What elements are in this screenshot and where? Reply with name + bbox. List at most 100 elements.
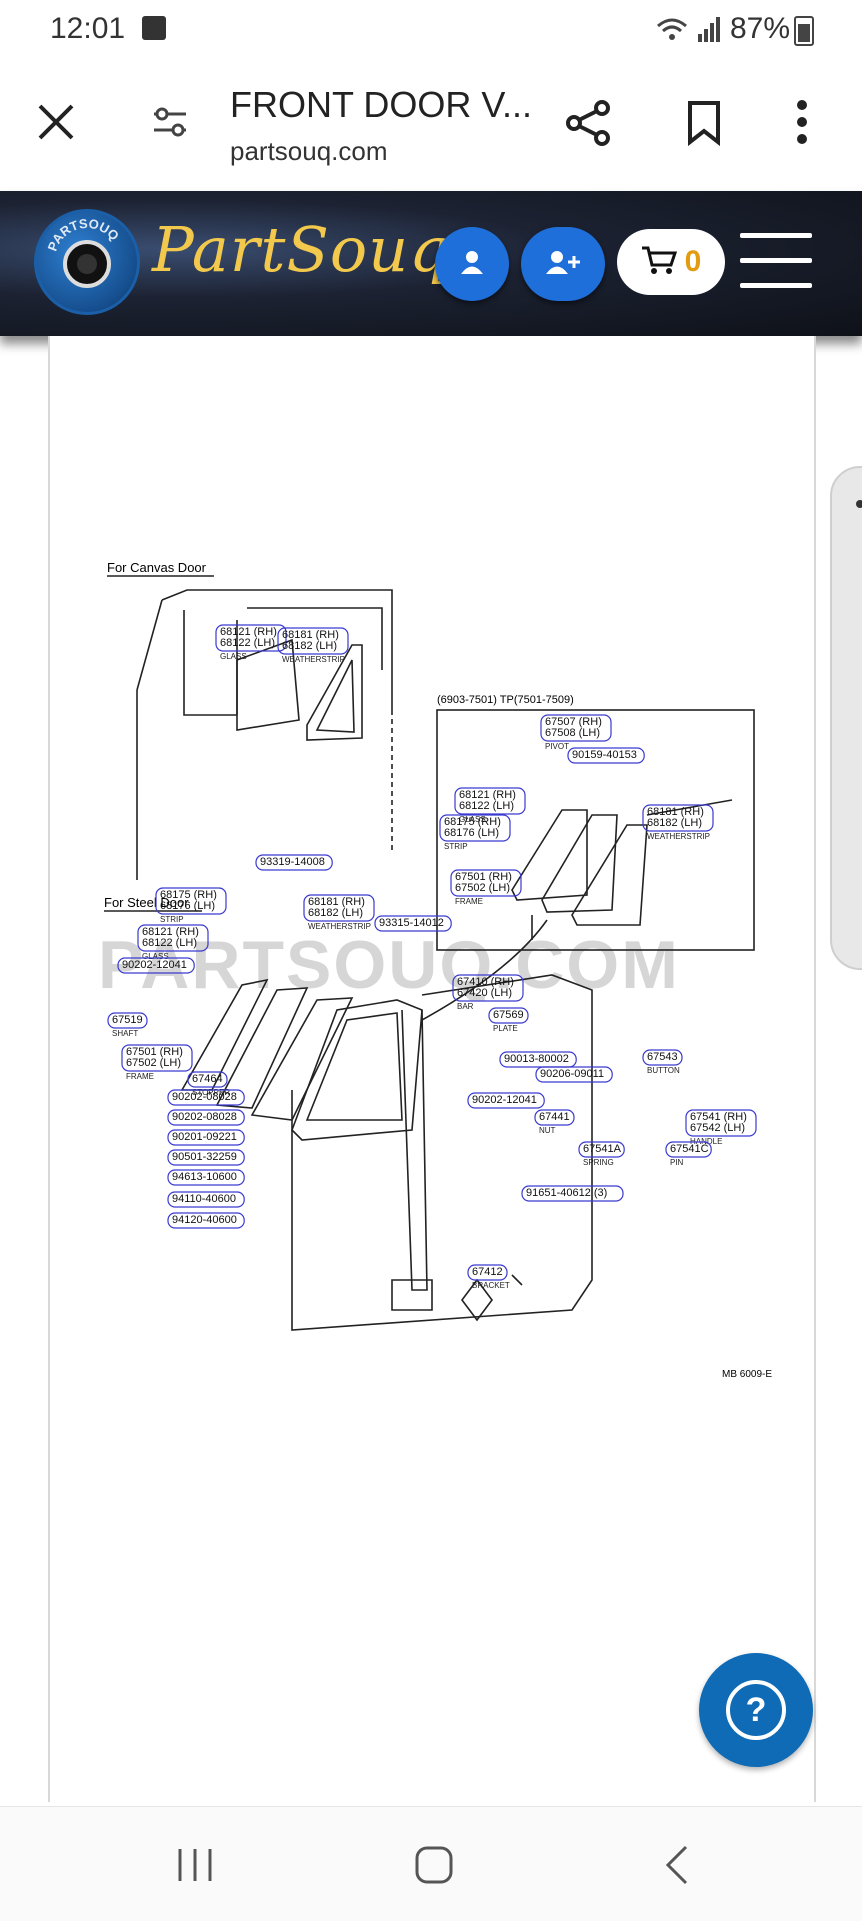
part-caption: FRAME bbox=[455, 897, 483, 906]
part-callout[interactable]: 67507 (RH)67508 (LH)PIVOT bbox=[540, 714, 612, 751]
hamburger-menu-icon[interactable] bbox=[740, 233, 812, 293]
part-number: 67541C bbox=[670, 1143, 709, 1155]
part-callout[interactable]: 67410 (RH)67420 (LH)BAR bbox=[452, 974, 524, 1011]
part-number: 68176 (LH) bbox=[444, 827, 499, 839]
part-number: 68122 (LH) bbox=[142, 937, 197, 949]
part-number: 67519 bbox=[112, 1014, 143, 1026]
part-number: 90202-12041 bbox=[472, 1094, 537, 1106]
signal-icons bbox=[654, 14, 724, 49]
part-callout[interactable]: 93319-14008 bbox=[255, 854, 333, 871]
part-callout[interactable]: 68181 (RH)68182 (LH)WEATHERSTRIP bbox=[277, 627, 349, 664]
side-panel-tab[interactable] bbox=[830, 466, 862, 970]
part-caption: PLATE bbox=[493, 1024, 518, 1033]
close-icon[interactable] bbox=[36, 102, 76, 147]
bookmark-icon[interactable] bbox=[686, 100, 722, 151]
part-number: 94120-40600 bbox=[172, 1214, 237, 1226]
part-caption: HANDLE bbox=[690, 1137, 722, 1146]
part-callout[interactable]: 68175 (RH)68176 (LH) STRIP bbox=[155, 887, 227, 924]
home-icon[interactable] bbox=[414, 1845, 454, 1890]
part-caption: BRACKET bbox=[472, 1281, 510, 1290]
part-callout[interactable]: 68121 (RH)68122 (LH)GLASS bbox=[215, 624, 287, 661]
share-icon[interactable] bbox=[564, 98, 614, 153]
part-callout[interactable]: 67501 (RH)67502 (LH)FRAME bbox=[450, 869, 522, 906]
help-button[interactable]: ? bbox=[699, 1653, 813, 1767]
part-number: 68176 (LH) bbox=[160, 900, 215, 912]
part-number: 68175 (RH) bbox=[160, 889, 217, 901]
part-callout[interactable]: 94120-40600 bbox=[167, 1212, 245, 1229]
add-user-icon bbox=[545, 249, 581, 280]
part-caption: PIN bbox=[670, 1158, 684, 1167]
part-number: 68122 (LH) bbox=[459, 800, 514, 812]
part-callout[interactable]: 68181 (RH)68182 (LH)WEATHERSTRIP bbox=[303, 894, 375, 931]
part-caption: BUTTON bbox=[647, 1066, 680, 1075]
part-callout[interactable]: 94110-40600 bbox=[167, 1191, 245, 1208]
part-callout[interactable]: 67501 (RH)67502 (LH)FRAME bbox=[121, 1044, 193, 1081]
part-callout[interactable]: 90206-09011 bbox=[535, 1066, 613, 1083]
content-frame bbox=[48, 336, 816, 1802]
part-callout[interactable]: 90501-32259 bbox=[167, 1149, 245, 1166]
status-bar: 12:01 87% bbox=[0, 0, 862, 56]
part-number: 68175 (RH) bbox=[444, 816, 501, 828]
part-callout[interactable]: 90202-08028 bbox=[167, 1109, 245, 1126]
part-number: 94110-40600 bbox=[172, 1193, 236, 1205]
register-button[interactable] bbox=[521, 227, 605, 301]
part-number: 68181 (RH) bbox=[282, 629, 339, 641]
part-callout[interactable]: 68121 (RH)68122 (LH)GLASS bbox=[137, 924, 209, 961]
part-number: 90202-08028 bbox=[172, 1091, 237, 1103]
user-button[interactable] bbox=[435, 227, 509, 301]
part-number: 68121 (RH) bbox=[220, 626, 277, 638]
more-vert-icon[interactable] bbox=[796, 100, 808, 149]
cart-button[interactable]: 0 bbox=[617, 229, 725, 295]
part-number: 91651-40612 (3) bbox=[526, 1187, 607, 1199]
part-callout[interactable]: 90013-80002 bbox=[499, 1051, 577, 1068]
canvas-door-heading: For Canvas Door bbox=[107, 560, 207, 575]
back-icon[interactable] bbox=[662, 1845, 690, 1890]
part-caption: STRIP bbox=[160, 915, 184, 924]
inset-drawing bbox=[511, 799, 733, 940]
part-callout[interactable]: 93315-14012 bbox=[374, 915, 452, 932]
part-callout[interactable]: 68181 (RH)68182 (LH)WEATHERSTRIP bbox=[642, 804, 714, 841]
recents-icon[interactable] bbox=[176, 1847, 214, 1888]
part-caption: STRIP bbox=[444, 842, 468, 851]
user-icon bbox=[459, 249, 485, 280]
part-number: 67420 (LH) bbox=[457, 987, 512, 999]
part-number: 67541 (RH) bbox=[690, 1111, 747, 1123]
system-nav-bar bbox=[0, 1806, 862, 1921]
steel-door-drawing bbox=[180, 919, 593, 1331]
part-number: 67501 (RH) bbox=[455, 871, 512, 883]
part-callout[interactable]: 90202-12041 bbox=[117, 957, 195, 974]
canvas-door-drawing bbox=[136, 589, 393, 880]
part-callout[interactable]: 67541C PIN bbox=[665, 1141, 712, 1167]
part-number: 90501-32259 bbox=[172, 1151, 237, 1163]
part-caption: FRAME bbox=[126, 1072, 154, 1081]
part-number: 67502 (LH) bbox=[126, 1057, 181, 1069]
part-number: 68181 (RH) bbox=[647, 806, 704, 818]
part-callout[interactable]: 90202-08028 bbox=[167, 1089, 245, 1106]
part-callout[interactable]: 94613-10600 bbox=[167, 1169, 245, 1186]
site-logo-badge[interactable]: PARTSOUQ bbox=[34, 209, 140, 315]
part-callout[interactable]: 90202-12041 bbox=[467, 1092, 545, 1109]
part-callout[interactable]: 90159-40153 bbox=[567, 747, 645, 764]
inset-heading: (6903-7501) TP(7501-7509) bbox=[437, 694, 574, 706]
page-domain[interactable]: partsouq.com bbox=[230, 136, 388, 166]
part-callout[interactable]: 91651-40612 (3) bbox=[521, 1185, 624, 1202]
site-logo-text[interactable]: PartSouq bbox=[152, 213, 450, 286]
part-callout[interactable]: 68175 (RH)68176 (LH) STRIP bbox=[439, 814, 511, 851]
site-settings-icon[interactable] bbox=[150, 106, 190, 145]
part-number: 68181 (RH) bbox=[308, 896, 365, 908]
part-callout[interactable]: 67541 (RH)67542 (LH)HANDLE bbox=[685, 1109, 757, 1146]
part-callout[interactable]: 90201-09221 bbox=[167, 1129, 245, 1146]
part-number: 67464 bbox=[192, 1073, 223, 1085]
part-caption: GLASS bbox=[459, 815, 486, 824]
part-caption: BAR bbox=[457, 1002, 474, 1011]
part-callout[interactable]: 68121 (RH)68122 (LH)GLASS bbox=[454, 787, 526, 824]
part-number: 90159-40153 bbox=[572, 749, 637, 761]
part-caption: GLASS bbox=[220, 652, 247, 661]
